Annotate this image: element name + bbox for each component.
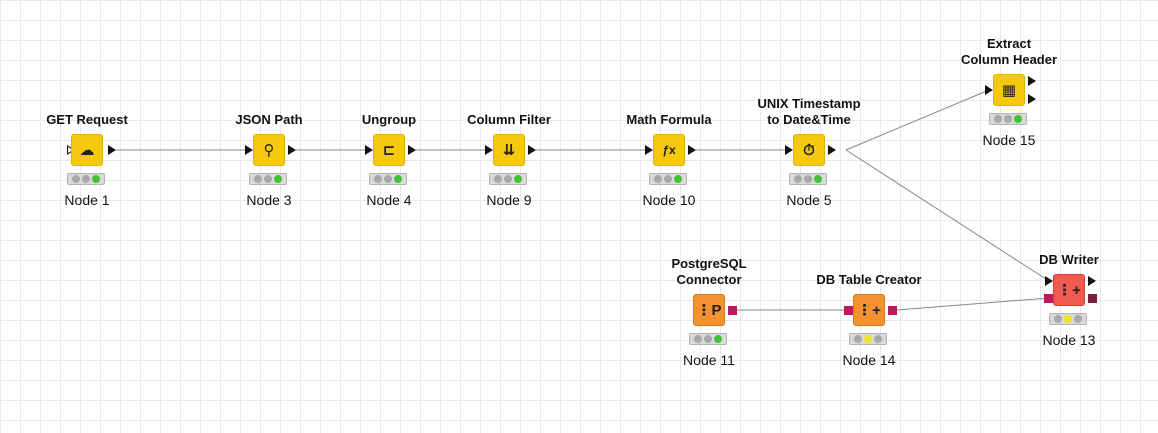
status-light-green	[674, 175, 682, 183]
connection-5-13[interactable]	[845, 149, 1050, 282]
output-port[interactable]	[108, 145, 116, 155]
connection-14-13[interactable]	[896, 297, 1050, 311]
input-port[interactable]	[485, 145, 493, 155]
status-light-red	[254, 175, 262, 183]
status-light-green	[874, 335, 882, 343]
node-title: DB Writer	[1039, 252, 1099, 267]
status-light-red	[694, 335, 702, 343]
database-writer-icon[interactable]: ⋮+	[1053, 274, 1085, 306]
node-label: Node 10	[642, 192, 696, 208]
status-lights	[1049, 313, 1087, 325]
status-light-red	[994, 115, 1002, 123]
status-lights	[489, 173, 527, 185]
status-light-red	[1054, 315, 1062, 323]
node-title: DB Table Creator	[816, 272, 922, 287]
node-title: PostgreSQL Connector	[671, 256, 747, 287]
db-output-port[interactable]	[728, 306, 737, 315]
db-output-port[interactable]	[1088, 294, 1097, 303]
table-icon[interactable]: ▦	[993, 74, 1025, 106]
output-port[interactable]	[528, 145, 536, 155]
status-light-green	[92, 175, 100, 183]
output-port[interactable]	[1088, 276, 1096, 286]
status-light-yellow	[664, 175, 672, 183]
input-port[interactable]	[365, 145, 373, 155]
clock-icon[interactable]: ⏱	[793, 134, 825, 166]
node-label: Node 11	[683, 352, 735, 368]
input-port[interactable]	[785, 145, 793, 155]
node-title: JSON Path	[235, 112, 303, 127]
status-light-green	[514, 175, 522, 183]
status-light-red	[854, 335, 862, 343]
status-light-green	[714, 335, 722, 343]
ungroup-icon[interactable]: ⊏	[373, 134, 405, 166]
status-lights	[369, 173, 407, 185]
node-label: Node 14	[842, 352, 896, 368]
node-label: Node 13	[1042, 332, 1096, 348]
output-port[interactable]	[688, 145, 696, 155]
status-light-yellow	[384, 175, 392, 183]
get-request-icon[interactable]: ☁	[71, 134, 103, 166]
input-port[interactable]	[985, 85, 993, 95]
db-output-port[interactable]	[888, 306, 897, 315]
db-input-port[interactable]	[844, 306, 853, 315]
status-light-red	[794, 175, 802, 183]
status-lights	[789, 173, 827, 185]
status-lights	[649, 173, 687, 185]
json-path-icon[interactable]: ⚲	[253, 134, 285, 166]
status-light-green	[814, 175, 822, 183]
node-title: Ungroup	[361, 112, 417, 127]
output-port[interactable]	[828, 145, 836, 155]
output-port[interactable]	[408, 145, 416, 155]
output-port[interactable]	[288, 145, 296, 155]
status-light-green	[1014, 115, 1022, 123]
node-title: UNIX Timestamp to Date&Time	[757, 96, 861, 127]
database-connector-icon[interactable]: ⋮P	[693, 294, 725, 326]
status-light-yellow	[82, 175, 90, 183]
status-light-yellow	[704, 335, 712, 343]
status-light-red	[374, 175, 382, 183]
node-label: Node 3	[246, 192, 292, 208]
status-light-green	[394, 175, 402, 183]
input-port[interactable]	[1045, 276, 1053, 286]
node-title: GET Request	[46, 112, 128, 127]
status-lights	[689, 333, 727, 345]
node-label: Node 1	[64, 192, 110, 208]
status-light-yellow	[264, 175, 272, 183]
output-port-top[interactable]	[1028, 76, 1036, 86]
status-light-yellow	[804, 175, 812, 183]
status-light-yellow	[864, 335, 872, 343]
node-title: Column Filter	[467, 112, 551, 127]
status-light-green	[1074, 315, 1082, 323]
input-port[interactable]	[645, 145, 653, 155]
node-label: Node 9	[486, 192, 532, 208]
math-formula-icon[interactable]: ƒx	[653, 134, 685, 166]
status-lights	[249, 173, 287, 185]
status-light-yellow	[1064, 315, 1072, 323]
node-label: Node 15	[982, 132, 1036, 148]
db-input-port[interactable]	[1044, 294, 1053, 303]
connection-5-15[interactable]	[845, 89, 990, 151]
status-light-green	[274, 175, 282, 183]
node-title: Math Formula	[626, 112, 712, 127]
input-port[interactable]	[245, 145, 253, 155]
status-light-red	[72, 175, 80, 183]
status-light-red	[654, 175, 662, 183]
status-lights	[989, 113, 1027, 125]
status-light-yellow	[504, 175, 512, 183]
status-lights	[67, 173, 105, 185]
status-lights	[849, 333, 887, 345]
database-table-icon[interactable]: ⋮+	[853, 294, 885, 326]
node-title: Extract Column Header	[960, 36, 1058, 67]
node-label: Node 5	[786, 192, 832, 208]
output-port-bottom[interactable]	[1028, 94, 1036, 104]
node-label: Node 4	[366, 192, 412, 208]
column-filter-icon[interactable]: ⇊	[493, 134, 525, 166]
status-light-red	[494, 175, 502, 183]
status-light-yellow	[1004, 115, 1012, 123]
